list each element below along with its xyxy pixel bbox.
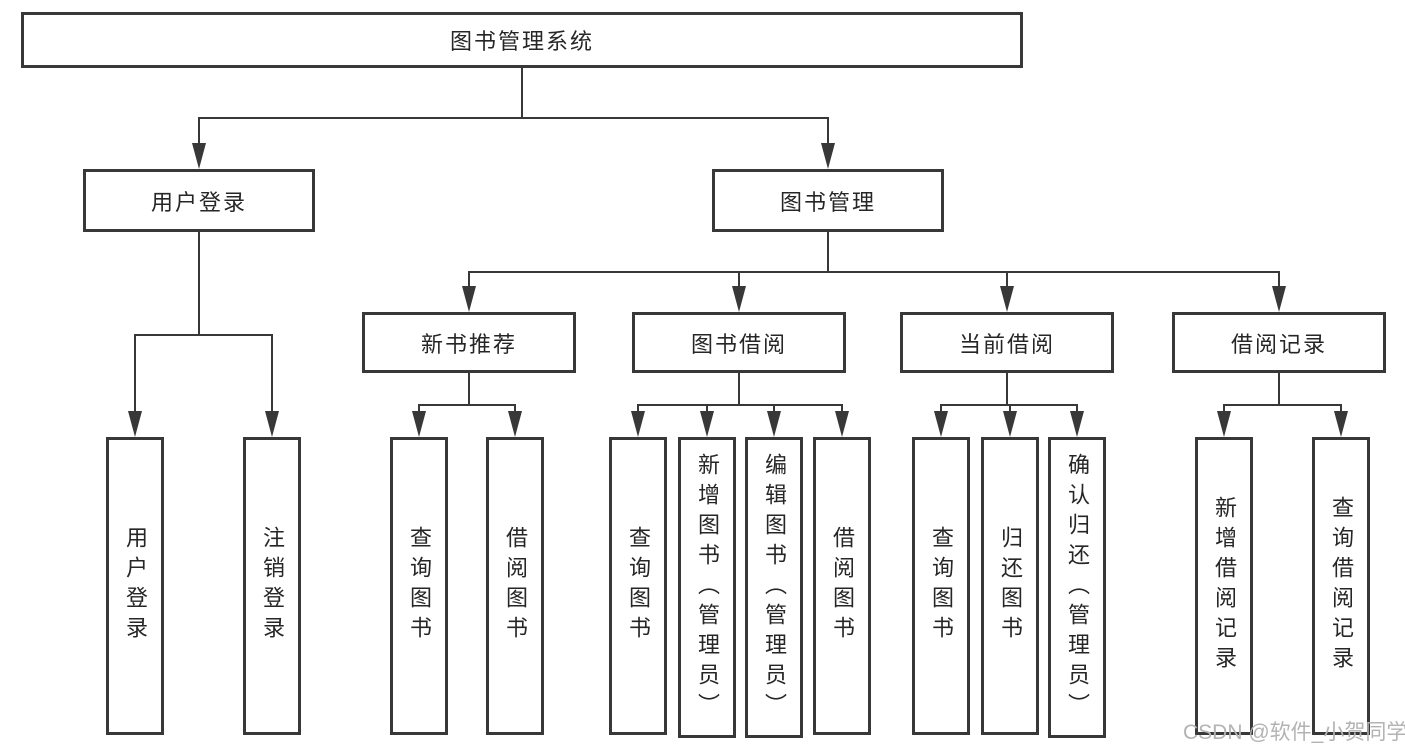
connector-line (1006, 373, 1008, 405)
leaf-query-books-borrowing: 查询图书 (609, 437, 667, 735)
connector-line (940, 404, 942, 413)
node-book-management: 图书管理 (712, 169, 944, 232)
arrow-down-icon (835, 411, 849, 437)
connector-line (738, 271, 740, 288)
connector-line (418, 404, 516, 406)
leaf-add-book-admin: 新增图书（管理员） (678, 437, 736, 738)
connector-line (1009, 404, 1011, 413)
leaf-add-borrow-record: 新增借阅记录 (1195, 437, 1253, 735)
leaf-logout: 注销登录 (243, 437, 301, 735)
node-borrow-records: 借阅记录 (1172, 312, 1386, 373)
connector-line (1278, 271, 1280, 288)
connector-line (706, 404, 708, 413)
leaf-user-login: 用户登录 (106, 437, 164, 735)
leaf-borrow-books-recommend: 借阅图书 (486, 437, 544, 735)
connector-line (198, 232, 200, 335)
arrow-down-icon (265, 411, 279, 437)
connector-line (1340, 404, 1342, 413)
arrow-down-icon (732, 286, 746, 312)
connector-line (1006, 271, 1008, 288)
connector-line (827, 232, 829, 272)
leaf-confirm-return-admin: 确认归还（管理员） (1048, 437, 1106, 738)
connector-line (521, 68, 523, 118)
arrow-down-icon (1070, 411, 1084, 437)
arrow-down-icon (934, 411, 948, 437)
leaf-borrow-books-borrowing: 借阅图书 (813, 437, 871, 735)
connector-line (1278, 373, 1280, 405)
connector-line (1223, 404, 1225, 413)
connector-line (637, 404, 843, 406)
connector-line (1076, 404, 1078, 413)
leaf-query-books-recommend: 查询图书 (390, 437, 448, 735)
connector-line (134, 334, 273, 336)
node-new-book-recommend: 新书推荐 (362, 312, 576, 373)
csdn-watermark: CSDN @软件_小贺同学 (1183, 721, 1405, 744)
leaf-return-books: 归还图书 (981, 437, 1039, 735)
arrow-down-icon (128, 411, 142, 437)
connector-line (841, 404, 843, 413)
connector-line (198, 117, 829, 119)
arrow-down-icon (1217, 411, 1231, 437)
arrow-down-icon (821, 143, 835, 169)
connector-line (773, 404, 775, 413)
node-current-borrowing: 当前借阅 (900, 312, 1114, 373)
connector-line (468, 373, 470, 405)
node-root: 图书管理系统 (21, 12, 1023, 68)
connector-line (827, 117, 829, 145)
connector-line (514, 404, 516, 413)
connector-line (198, 117, 200, 145)
arrow-down-icon (1272, 286, 1286, 312)
node-book-borrowing: 图书借阅 (632, 312, 846, 373)
connector-line (637, 404, 639, 413)
leaf-query-books-current: 查询图书 (912, 437, 970, 735)
node-user-login: 用户登录 (83, 169, 315, 232)
connector-line (134, 334, 136, 413)
arrow-down-icon (192, 143, 206, 169)
connector-line (271, 334, 273, 413)
connector-line (468, 271, 1280, 273)
arrow-down-icon (508, 411, 522, 437)
arrow-down-icon (1334, 411, 1348, 437)
arrow-down-icon (700, 411, 714, 437)
arrow-down-icon (462, 286, 476, 312)
connector-line (738, 373, 740, 405)
arrow-down-icon (412, 411, 426, 437)
connector-line (1223, 404, 1342, 406)
connector-line (468, 271, 470, 288)
leaf-edit-book-admin: 编辑图书（管理员） (745, 437, 803, 738)
connector-line (418, 404, 420, 413)
arrow-down-icon (1003, 411, 1017, 437)
arrow-down-icon (1000, 286, 1014, 312)
leaf-query-borrow-record: 查询借阅记录 (1312, 437, 1370, 735)
arrow-down-icon (767, 411, 781, 437)
arrow-down-icon (631, 411, 645, 437)
